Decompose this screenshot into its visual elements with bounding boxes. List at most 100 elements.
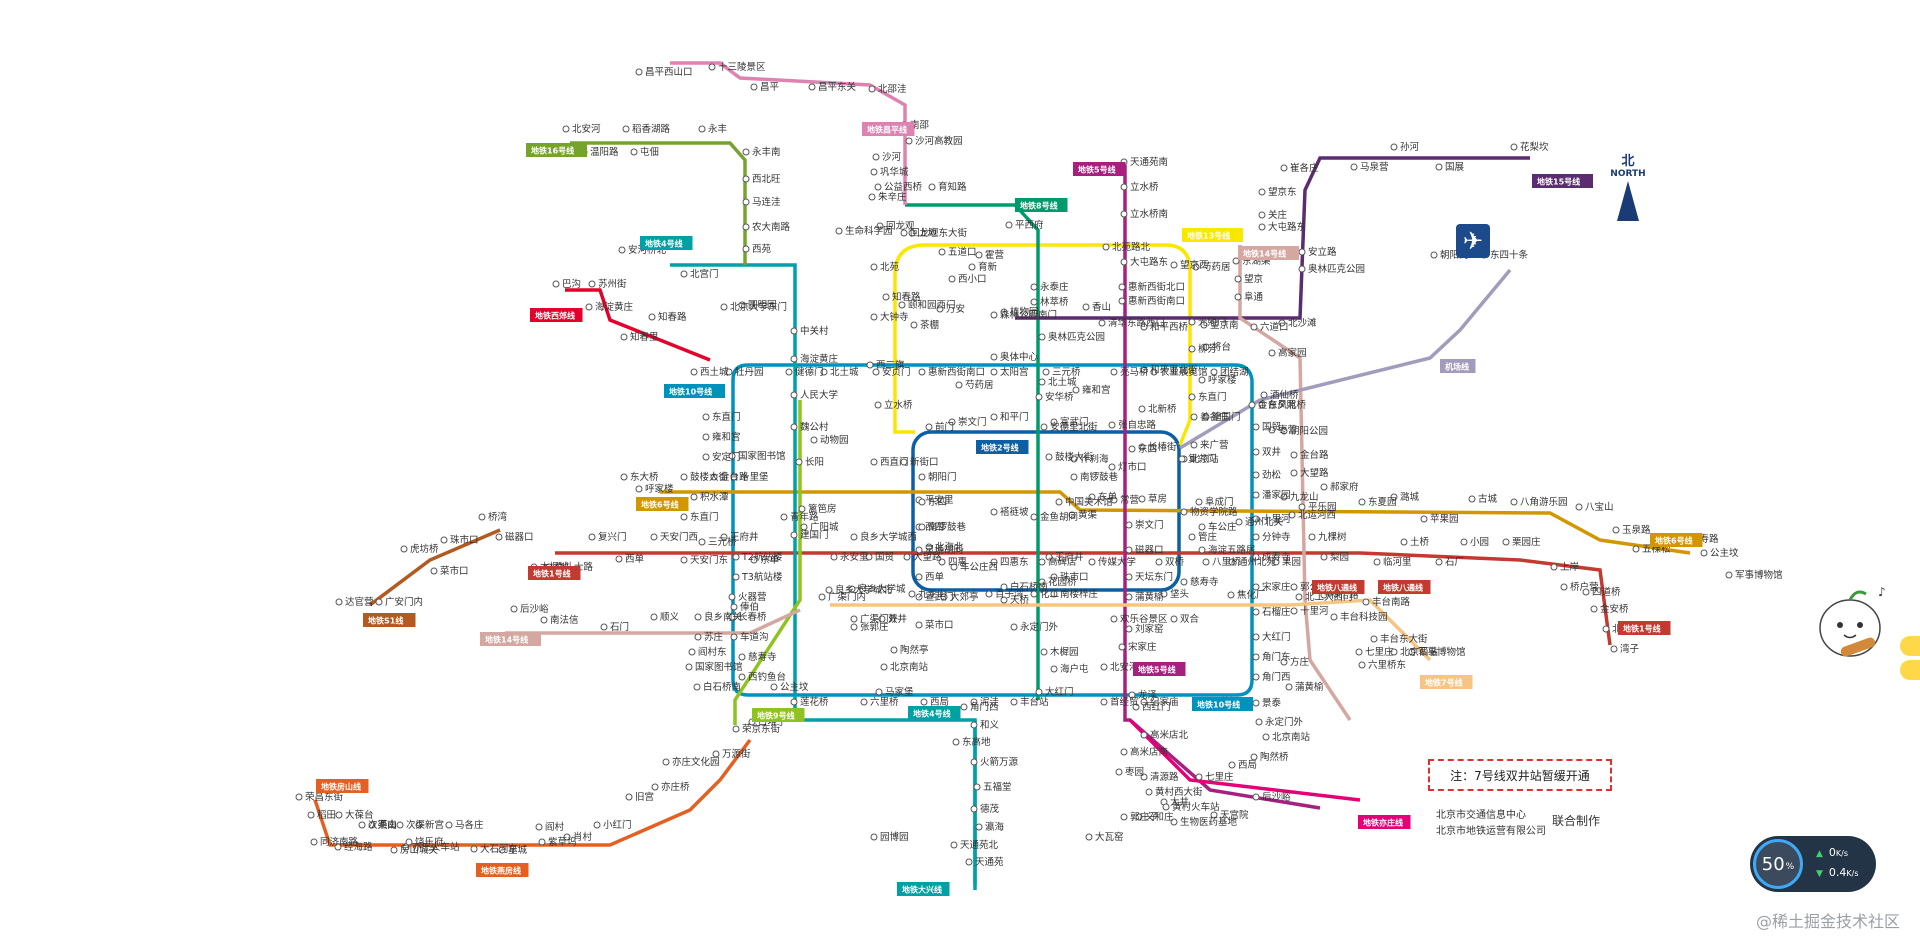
station-dot[interactable] bbox=[1560, 583, 1568, 591]
station-label[interactable]: 亦庄火车站 bbox=[412, 841, 460, 853]
station-label[interactable]: 大屯路东 bbox=[1130, 256, 1168, 268]
station-label[interactable]: 土桥 bbox=[1410, 536, 1430, 548]
station-label[interactable]: 团结湖 bbox=[1220, 366, 1249, 378]
station-dot[interactable] bbox=[1602, 625, 1610, 633]
station-label[interactable]: 广渠门外 bbox=[860, 613, 899, 625]
station-dot[interactable] bbox=[728, 593, 736, 601]
station-label[interactable]: 龙泽 bbox=[1138, 689, 1158, 701]
station-label[interactable]: 黄渠 bbox=[1078, 509, 1098, 521]
station-label[interactable]: 园博园 bbox=[880, 831, 909, 843]
speed-widget[interactable]: 50% ▲0K/s ▼0.4K/s bbox=[1750, 836, 1876, 892]
station-label[interactable]: 陶然亭 bbox=[900, 644, 929, 656]
station-label[interactable]: 西钓鱼台 bbox=[748, 671, 786, 683]
station-dot[interactable] bbox=[860, 698, 868, 706]
station-dot[interactable] bbox=[1038, 578, 1046, 586]
station-label[interactable]: 栗园庄 bbox=[1512, 536, 1541, 548]
station-label[interactable]: 和平里北街 bbox=[1150, 364, 1198, 376]
station-label[interactable]: 桥湾 bbox=[488, 511, 508, 523]
station-label[interactable]: 沙河高教园 bbox=[915, 135, 963, 147]
station-dot[interactable] bbox=[1202, 343, 1210, 351]
station-label[interactable]: 亦庄桥 bbox=[661, 781, 690, 793]
station-label[interactable]: 十里堡 bbox=[740, 471, 769, 483]
station-label[interactable]: 大望路 bbox=[913, 551, 942, 563]
station-label[interactable]: 高碑店 bbox=[1048, 556, 1077, 568]
station-label[interactable]: 蒲黄榆 bbox=[1135, 591, 1164, 603]
station-dot[interactable] bbox=[1085, 833, 1093, 841]
station-label[interactable]: 安贞门 bbox=[882, 366, 911, 378]
station-label[interactable]: 荣昌东街 bbox=[305, 791, 344, 803]
station-dot[interactable] bbox=[880, 663, 888, 671]
station-label[interactable]: 阜通 bbox=[1244, 291, 1264, 303]
station-label[interactable]: 万源街 bbox=[722, 748, 751, 760]
station-dot[interactable] bbox=[400, 545, 408, 553]
station-dot[interactable] bbox=[798, 505, 806, 513]
station-dot[interactable] bbox=[870, 833, 878, 841]
station-dot[interactable] bbox=[1120, 813, 1128, 821]
station-dot[interactable] bbox=[693, 683, 701, 691]
station-dot[interactable] bbox=[1040, 423, 1048, 431]
station-label[interactable]: 通州北苑 bbox=[1238, 556, 1277, 568]
station-dot[interactable] bbox=[1120, 748, 1128, 756]
station-label[interactable]: 东高地 bbox=[962, 736, 991, 748]
station-label[interactable]: 管庄 bbox=[1198, 531, 1218, 543]
station-label[interactable]: 次渠南 bbox=[368, 819, 397, 831]
station-label[interactable]: 高家园 bbox=[1278, 347, 1307, 359]
station-dot[interactable] bbox=[872, 368, 880, 376]
station-dot[interactable] bbox=[1582, 588, 1590, 596]
station-dot[interactable] bbox=[535, 823, 543, 831]
station-dot[interactable] bbox=[1188, 345, 1196, 353]
station-dot[interactable] bbox=[1252, 491, 1260, 499]
station-label[interactable]: 西单 bbox=[625, 553, 645, 565]
station-dot[interactable] bbox=[680, 473, 688, 481]
station-dot[interactable] bbox=[900, 229, 908, 237]
station-label[interactable]: 光熙门 bbox=[1198, 316, 1227, 328]
station-label[interactable]: 丰台南路 bbox=[1372, 596, 1411, 608]
station-dot[interactable] bbox=[1138, 495, 1146, 503]
station-label[interactable]: 人民大学 bbox=[800, 389, 838, 401]
station-dot[interactable] bbox=[1358, 661, 1366, 669]
station-dot[interactable] bbox=[835, 227, 843, 235]
station-label[interactable]: 清华东路西口 bbox=[1108, 317, 1165, 329]
station-label[interactable]: 苏庄 bbox=[704, 631, 724, 643]
station-label[interactable]: 西小口 bbox=[958, 274, 987, 285]
station-dot[interactable] bbox=[1110, 615, 1118, 623]
station-dot[interactable] bbox=[415, 821, 423, 829]
station-label[interactable]: 南法信 bbox=[550, 614, 579, 626]
station-dot[interactable] bbox=[1612, 526, 1620, 534]
station-dot[interactable] bbox=[1390, 493, 1398, 501]
station-dot[interactable] bbox=[1070, 455, 1078, 463]
station-dot[interactable] bbox=[1030, 590, 1038, 598]
station-dot[interactable] bbox=[1198, 523, 1206, 531]
station-label[interactable]: 安华桥 bbox=[1045, 391, 1074, 403]
station-dot[interactable] bbox=[870, 263, 878, 271]
station-dot[interactable] bbox=[1088, 558, 1096, 566]
station-label[interactable]: 农大南路 bbox=[752, 221, 791, 233]
station-label[interactable]: 物资学院路 bbox=[1190, 506, 1238, 518]
station-dot[interactable] bbox=[850, 533, 858, 541]
station-label[interactable]: 九龙山 bbox=[918, 588, 947, 600]
station-dot[interactable] bbox=[685, 663, 693, 671]
station-label[interactable]: 稻田 bbox=[317, 810, 336, 821]
station-dot[interactable] bbox=[770, 683, 778, 691]
station-label[interactable]: 天安门西 bbox=[660, 531, 698, 543]
station-dot[interactable] bbox=[1278, 319, 1286, 327]
station-label[interactable]: 奥林匹克公园 bbox=[1048, 331, 1105, 343]
station-label[interactable]: 知春路 bbox=[658, 311, 687, 323]
station-label[interactable]: T3航站楼 bbox=[741, 571, 783, 583]
station-dot[interactable] bbox=[1502, 538, 1510, 546]
station-label[interactable]: 安立路 bbox=[1308, 246, 1337, 258]
station-dot[interactable] bbox=[495, 533, 503, 541]
station-dot[interactable] bbox=[1370, 635, 1378, 643]
station-dot[interactable] bbox=[890, 646, 898, 654]
station-label[interactable]: 大石河东 bbox=[480, 843, 518, 855]
station-dot[interactable] bbox=[1320, 553, 1328, 561]
station-dot[interactable] bbox=[1145, 788, 1153, 796]
station-label[interactable]: 分钟寺 bbox=[1262, 531, 1291, 543]
station-label[interactable]: 石门 bbox=[610, 621, 629, 633]
station-dot[interactable] bbox=[1125, 546, 1133, 554]
station-dot[interactable] bbox=[1035, 393, 1043, 401]
station-dot[interactable] bbox=[1258, 223, 1266, 231]
station-label[interactable]: 永泰庄 bbox=[1040, 281, 1069, 293]
station-label[interactable]: 梨园 bbox=[1330, 551, 1349, 563]
station-label[interactable]: 西苑 bbox=[752, 243, 772, 255]
